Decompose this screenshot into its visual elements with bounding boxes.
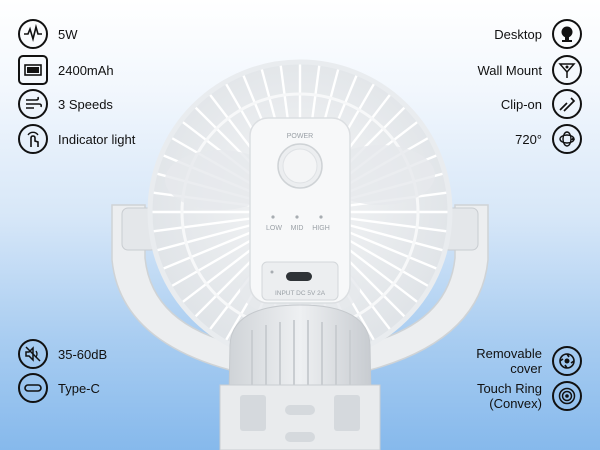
feature-typec: Type-C xyxy=(18,373,100,403)
mid-indicator xyxy=(295,215,299,219)
fan-blade xyxy=(325,145,435,205)
usb-c-port[interactable] xyxy=(286,272,312,281)
feature-indicator: Indicator light xyxy=(18,124,135,154)
guard-spoke xyxy=(153,216,261,233)
feature-label: 2400mAh xyxy=(58,62,114,78)
feature-label: 5W xyxy=(58,26,78,42)
feature-speeds: 3 Speeds xyxy=(18,89,113,119)
battery-icon xyxy=(18,55,48,85)
low-indicator xyxy=(271,215,275,219)
guard-spoke xyxy=(156,221,262,252)
wall-mount-icon xyxy=(552,55,582,85)
feature-label-line1: Touch Ring xyxy=(476,381,542,396)
clip-icon xyxy=(552,89,582,119)
clip-slot xyxy=(334,395,360,431)
feature-label: 720° xyxy=(515,131,542,147)
feature-wall-mount: Wall Mount xyxy=(477,55,582,85)
feature-label: 3 Speeds xyxy=(58,96,113,112)
feature-label: Desktop xyxy=(494,26,542,42)
feature-label-line2: (Convex) xyxy=(489,396,542,411)
usb-c-icon xyxy=(18,373,48,403)
clip-hole xyxy=(285,432,315,442)
feature-label-line2: cover xyxy=(510,361,542,376)
speed-mid-label: MID xyxy=(291,225,304,232)
speed-high-label: HIGH xyxy=(312,225,330,232)
feature-label: Clip-on xyxy=(500,96,542,112)
speaker-mute-icon xyxy=(18,339,48,369)
removable-cover-icon xyxy=(552,346,582,376)
feature-noise: 35-60dB xyxy=(18,339,107,369)
feature-label-line1: Removable xyxy=(476,346,542,361)
input-label: INPUT DC 5V 2A xyxy=(275,290,326,297)
guard-spoke xyxy=(162,226,264,270)
guard-spoke xyxy=(339,216,447,233)
touch-ring-icon xyxy=(552,381,582,411)
feature-battery: 2400mAh xyxy=(18,55,114,85)
control-panel xyxy=(249,117,351,304)
feature-label: 35-60dB xyxy=(58,346,108,362)
wind-speed-icon xyxy=(18,89,48,119)
feature-rotation: 720° xyxy=(515,124,582,154)
feature-label: Touch Ring(Convex) xyxy=(477,381,542,411)
speed-low-label: LOW xyxy=(266,225,282,232)
charge-indicator xyxy=(270,270,274,274)
base-ridges xyxy=(251,320,351,385)
feature-label: Indicator light xyxy=(58,131,136,147)
guard-spoke xyxy=(338,221,444,252)
feature-label: Type-C xyxy=(58,380,100,396)
rotate-720-icon xyxy=(552,124,582,154)
fan-blade xyxy=(165,150,275,210)
feature-touch-ring: Touch Ring(Convex) xyxy=(477,381,582,411)
feature-clip: Clip-on xyxy=(501,89,582,119)
high-indicator xyxy=(319,215,323,219)
desktop-icon xyxy=(552,19,582,49)
waveform-icon xyxy=(18,19,48,49)
clip-slot xyxy=(240,395,266,431)
u-bracket xyxy=(111,204,489,371)
guard-spoke xyxy=(336,226,438,270)
power-button-inner xyxy=(282,148,318,184)
feature-power: 5W xyxy=(18,19,78,49)
feature-desktop: Desktop xyxy=(494,19,582,49)
power-label: POWER xyxy=(287,133,313,140)
feature-label: Wall Mount xyxy=(477,62,542,78)
clip-hole xyxy=(285,405,315,415)
touch-light-icon xyxy=(18,124,48,154)
